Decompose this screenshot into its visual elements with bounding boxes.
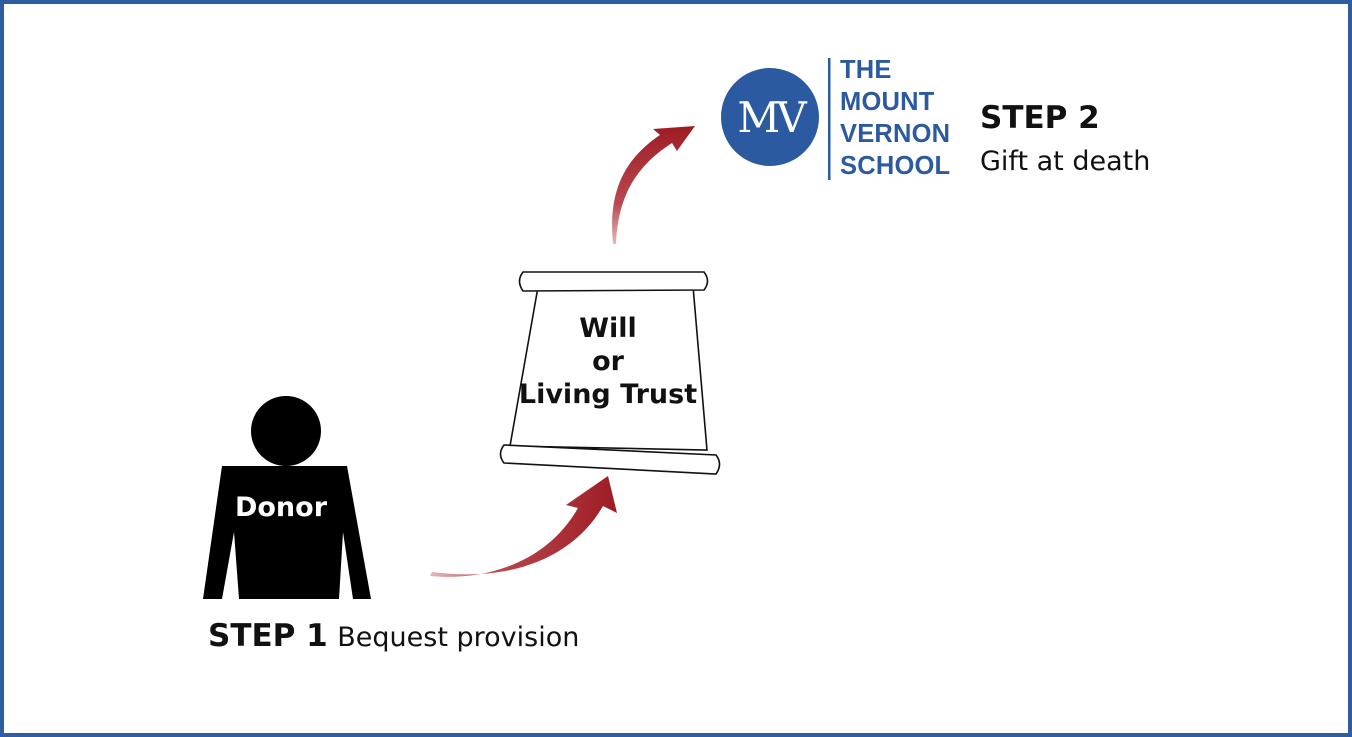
document-line-2: or <box>592 346 624 377</box>
arrow-step1-icon <box>430 476 617 577</box>
logo-monogram: MV <box>737 93 807 142</box>
donor-label: Donor <box>234 492 328 523</box>
donor-figure-icon <box>203 396 371 599</box>
school-logo-icon: MV <box>721 58 831 180</box>
school-name-line-4: SCHOOL <box>840 152 951 180</box>
step1-title: STEP 1 <box>208 618 328 654</box>
school-name-line-1: THE <box>840 56 892 84</box>
document-line-1: Will <box>579 313 637 344</box>
document-line-3: Living Trust <box>518 379 698 410</box>
scroll-document-icon <box>499 271 721 475</box>
step2-title: STEP 2 <box>980 100 1100 136</box>
document-label: Will or Living Trust <box>512 312 704 411</box>
step1-description: Bequest provision <box>337 622 580 653</box>
school-name-line-2: MOUNT <box>840 88 935 116</box>
step2-description: Gift at death <box>980 146 1151 177</box>
step1-caption: STEP 1 Bequest provision <box>208 618 579 654</box>
logo-divider <box>828 58 831 180</box>
school-name-line-3: VERNON <box>840 120 951 148</box>
arrow-step2-icon <box>612 126 695 244</box>
school-name: THE MOUNT VERNON SCHOOL <box>840 54 970 182</box>
